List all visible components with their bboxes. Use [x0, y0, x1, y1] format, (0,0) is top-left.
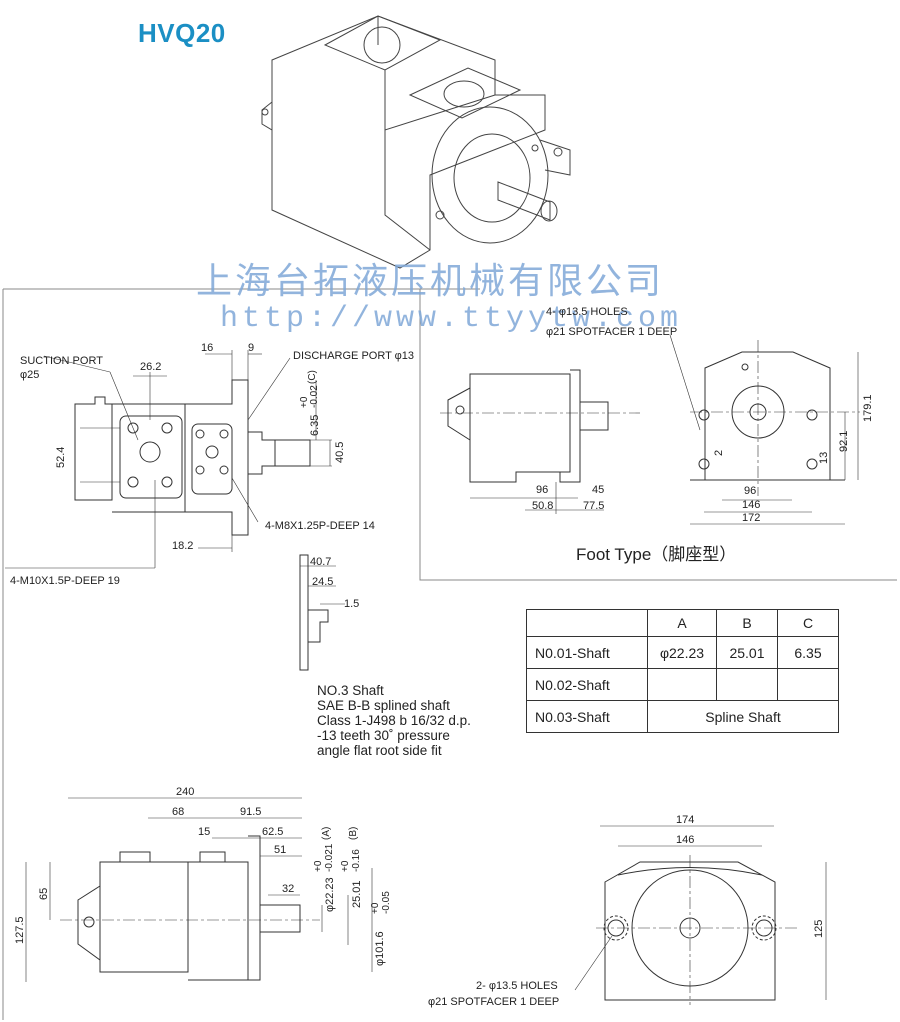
dim-65: 65 [38, 887, 50, 900]
dim-68: 68 [172, 806, 185, 818]
table-row: N0.03-Shaft Spline Shaft [526, 700, 839, 733]
foot-type-caption: Foot Type（脚座型） [576, 545, 737, 564]
table-header-row: A B C [526, 609, 839, 637]
dim-101-6-tol-lower: -0.05 [381, 891, 392, 914]
shaft-detail [299, 554, 345, 671]
dim-127-5: 127.5 [14, 916, 26, 944]
dim-a-tol-upper: +0 [313, 860, 324, 872]
dim-240: 240 [176, 786, 195, 798]
dim-51: 51 [274, 844, 287, 856]
foot-dim-179-1: 179.1 [862, 394, 874, 422]
foot-dim-2: 2 [713, 449, 725, 456]
note-line: angle flat root side fit [317, 743, 442, 758]
table-header-c: C [777, 609, 839, 637]
dim-c-tol-lower: -0.02 [309, 385, 320, 408]
foot-dim-45: 45 [592, 484, 605, 496]
foot-dim-146: 146 [742, 499, 761, 511]
foot-dim-77-5: 77.5 [583, 500, 605, 512]
note-line: NO.3 Shaft [317, 683, 384, 698]
dim-18-2: 18.2 [172, 540, 194, 552]
dim-40-7: 40.7 [310, 556, 332, 568]
front-view [5, 350, 332, 569]
dim-16: 16 [201, 342, 214, 354]
end-spotfacer-label: φ21 SPOTFACER 1 DEEP [428, 996, 560, 1008]
row-label: N0.03-Shaft [526, 700, 648, 733]
row-label: N0.01-Shaft [526, 636, 648, 669]
table-header-b: B [716, 609, 778, 637]
cell-a: φ22.23 [647, 636, 717, 669]
watermark-url: http://www.ttyytw.com [220, 302, 683, 336]
dim-a-tol-lower: -0.021 [324, 843, 335, 872]
dim-26-2: 26.2 [140, 361, 162, 373]
m8-thread-label: 4-M8X1.25P-DEEP 14 [265, 520, 375, 532]
page-title: HVQ20 [138, 18, 226, 48]
dim-1-5: 1.5 [344, 598, 360, 610]
m10-thread-label: 4-M10X1.5P-DEEP 19 [10, 575, 120, 587]
cell-b: 25.01 [716, 636, 778, 669]
foot-dim-96-side: 96 [536, 484, 549, 496]
foot-dim-50-8: 50.8 [532, 500, 554, 512]
note-line: Class 1-J498 b 16/32 d.p. [317, 713, 471, 728]
foot-dim-172: 172 [742, 512, 761, 524]
end-dim-174: 174 [676, 814, 695, 826]
foot-spotfacer-label: φ21 SPOTFACER 1 DEEP [546, 326, 678, 338]
foot-dim-13: 13 [818, 451, 830, 464]
dim-9: 9 [248, 342, 255, 354]
table-row: N0.02-Shaft [526, 668, 839, 701]
shaft-table: A B C N0.01-Shaft φ22.23 25.01 6.35 N0.0… [526, 609, 839, 733]
suction-port-size: φ25 [20, 369, 40, 381]
cell-a [647, 668, 717, 701]
suction-port-label: SUCTION PORT [20, 355, 103, 367]
cell-c [777, 668, 839, 701]
dim-62-5: 62.5 [262, 826, 284, 838]
discharge-port-label: DISCHARGE PORT φ13 [293, 350, 415, 362]
note-line: SAE B-B splined shaft [317, 698, 450, 713]
foot-side-view [440, 369, 640, 514]
dim-101-6: φ101.6 [374, 931, 386, 966]
cell-b [716, 668, 778, 701]
dim-91-5: 91.5 [240, 806, 262, 818]
cell-c: 6.35 [777, 636, 839, 669]
watermark-company: 上海台拓液压机械有限公司 [196, 261, 665, 302]
dim-15: 15 [198, 826, 211, 838]
table-header-a: A [647, 609, 717, 637]
dim-c-label: (C) [307, 370, 318, 384]
foot-dim-92-1: 92.1 [838, 430, 850, 452]
foot-holes-label: 4- φ13.5 HOLES [546, 306, 628, 318]
dim-a-value: φ22.23 [324, 877, 336, 912]
isometric-pump [261, 15, 571, 269]
side-view [25, 797, 373, 982]
note-line: -13 teeth 30˚ pressure [317, 728, 450, 743]
dim-24-5: 24.5 [312, 576, 334, 588]
dim-b-tol-upper: +0 [340, 860, 351, 872]
dim-b-tol-lower: -0.16 [351, 849, 362, 872]
dim-32: 32 [282, 883, 295, 895]
table-corner [526, 609, 648, 637]
foot-end-view [669, 334, 860, 525]
end-view [574, 825, 827, 1005]
cell-spline: Spline Shaft [647, 700, 839, 733]
dim-40-5: 40.5 [334, 441, 346, 463]
end-dim-125: 125 [813, 919, 825, 938]
row-label: N0.02-Shaft [526, 668, 648, 701]
dim-101-6-tol-upper: +0 [370, 902, 381, 914]
dim-c-value: 6.35 [309, 414, 321, 436]
dim-b-value: 25.01 [351, 880, 363, 908]
end-dim-146: 146 [676, 834, 695, 846]
foot-dim-96-end: 96 [744, 485, 757, 497]
dim-a-label: (A) [321, 826, 332, 840]
table-row: N0.01-Shaft φ22.23 25.01 6.35 [526, 636, 839, 669]
end-holes-label: 2- φ13.5 HOLES [476, 980, 558, 992]
dim-b-label: (B) [348, 826, 359, 840]
dim-52-4: 52.4 [55, 446, 67, 468]
shaft-notes: NO.3 Shaft SAE B-B splined shaft Class 1… [317, 683, 471, 758]
